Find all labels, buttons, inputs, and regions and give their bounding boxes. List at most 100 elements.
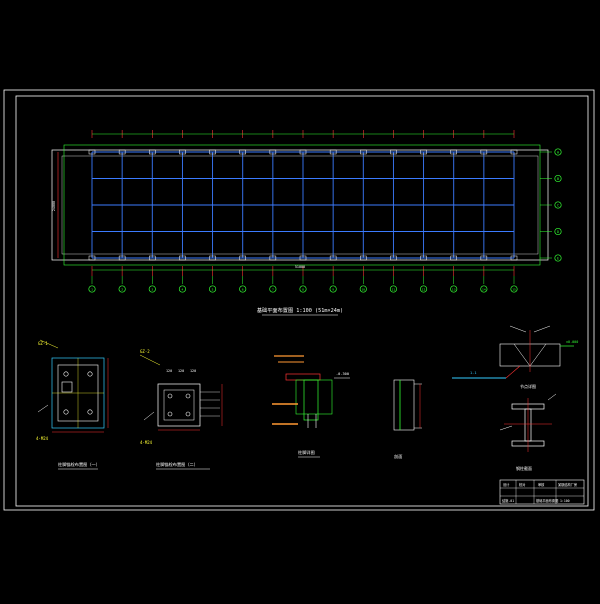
col-axis-bubble	[239, 285, 247, 293]
row-axis-label: A	[557, 150, 559, 154]
col-axis-bubble	[450, 285, 458, 293]
tb-scale: 1:100	[560, 499, 570, 503]
column-base-top	[480, 149, 488, 155]
col-axis-label: 12	[422, 287, 426, 291]
col-axis-label: 1	[91, 287, 93, 291]
col-axis-label: 6	[242, 287, 244, 291]
detail-3-title: 柱脚详图	[298, 449, 315, 456]
col-axis-bubble	[209, 285, 217, 293]
col-axis-label: 9	[332, 287, 334, 291]
row-axis-label: C	[557, 203, 559, 207]
col-axis-label: 11	[392, 287, 396, 291]
column-base-bottom	[480, 255, 488, 261]
tb-check: 校对	[519, 482, 526, 487]
column-base-top	[269, 149, 277, 155]
row-axis-bubble	[554, 227, 562, 236]
col-axis-bubble	[148, 285, 156, 293]
column-base-bottom	[510, 255, 518, 261]
column-base-bottom	[390, 255, 397, 261]
col-axis-label: 15	[512, 287, 516, 291]
column-base-top	[149, 149, 156, 155]
detail-4-title: 剖面	[394, 453, 402, 460]
column-base-top	[239, 149, 246, 155]
column-base-top	[209, 149, 216, 155]
column-base-top	[510, 149, 518, 155]
col-axis-bubble	[480, 285, 488, 293]
detail-section: 剖面	[393, 379, 422, 460]
column-base-top	[118, 149, 126, 155]
col-axis-label: 10	[361, 287, 365, 291]
detail-column-base: -0.300 柱脚详图	[272, 355, 350, 458]
col-axis-bubble	[269, 285, 277, 293]
col-axis-label: 2	[121, 287, 123, 291]
column-base-top	[390, 149, 397, 155]
detail-steel-section: 钢柱截面	[499, 393, 557, 471]
col-axis-bubble	[178, 285, 186, 293]
row-axis-bubble	[554, 201, 562, 209]
col-axis-bubble	[389, 285, 397, 293]
col-axis-bubble	[88, 285, 96, 293]
column-base-bottom	[118, 255, 126, 261]
column-base-bottom	[269, 255, 277, 261]
col-axis-label: 4	[182, 287, 184, 291]
detail-2-dim-3: 120	[190, 369, 196, 373]
column-base-bottom	[149, 255, 156, 261]
col-axis-label: 14	[482, 287, 486, 291]
col-axis-label: 8	[302, 287, 304, 291]
detail-5-callout: 1-1	[470, 371, 477, 375]
detail-6-title: 钢柱截面	[516, 465, 532, 471]
column-base-top	[360, 149, 367, 155]
column-base-bottom	[329, 255, 337, 261]
title-block: 设计 校对 审核 某钢结构厂房 结施-01 基础平面布置图 1:100	[499, 479, 585, 505]
column-base-bottom	[360, 255, 367, 261]
detail-5-title: 节点详图	[520, 383, 536, 389]
detail-1-tag: GZ-1	[38, 341, 48, 346]
row-axis-bubble	[554, 174, 562, 183]
detail-2-dim-1: 120	[166, 369, 172, 373]
left-dim-label: 24000	[52, 201, 56, 211]
detail-node: ±0.000 1-1 节点详图	[452, 325, 578, 389]
tb-design: 设计	[503, 482, 510, 487]
column-base-top	[420, 149, 427, 155]
tb-approve: 审核	[538, 482, 545, 487]
col-axis-bubble	[510, 285, 518, 293]
detail-1-title: 柱脚锚栓布置图（一）	[58, 461, 100, 468]
detail-2-tag: GZ-2	[140, 349, 150, 354]
row-axis-bubble	[554, 148, 562, 156]
detail-anchor-layout-1: GZ-1 4-M24 柱脚锚栓布置图（一）	[36, 339, 109, 470]
column-base-top	[299, 149, 307, 155]
col-axis-label: 3	[151, 287, 153, 291]
column-base-bottom	[299, 255, 307, 261]
col-axis-label: 7	[272, 287, 274, 291]
detail-anchor-layout-2: GZ-2 120 120 120 4-M24 柱脚锚栓布置图（二）	[139, 349, 223, 470]
row-axis-bubble	[554, 254, 562, 262]
column-base-top	[179, 149, 186, 155]
column-base-top	[450, 149, 457, 155]
col-axis-bubble	[420, 285, 428, 293]
inner-frame	[15, 95, 589, 507]
row-axis-label: B	[557, 177, 559, 181]
column-base-bottom	[239, 255, 246, 261]
detail-2-note: 4-M24	[140, 440, 153, 445]
outer-frame	[3, 89, 595, 511]
detail-1-note: 4-M24	[36, 436, 49, 441]
col-axis-bubble	[359, 285, 367, 293]
column-base-top	[329, 149, 337, 155]
col-axis-label: 5	[212, 287, 214, 291]
detail-2-dim-2: 120	[178, 369, 184, 373]
row-axis-label: E	[557, 256, 559, 260]
column-base-bottom	[420, 255, 427, 261]
col-axis-bubble	[329, 285, 337, 293]
plan-title: 基础平面布置图 1:100 (51m×24m)	[257, 306, 343, 314]
column-base-bottom	[450, 255, 457, 261]
column-base-bottom	[209, 255, 216, 261]
building-inner-outline	[61, 155, 539, 255]
tb-project: 某钢结构厂房	[558, 482, 577, 487]
tb-drawing-name: 基础平面布置图	[536, 498, 558, 503]
column-base-bottom	[179, 255, 186, 261]
col-axis-label: 13	[452, 287, 456, 291]
column-base-top	[88, 149, 96, 155]
